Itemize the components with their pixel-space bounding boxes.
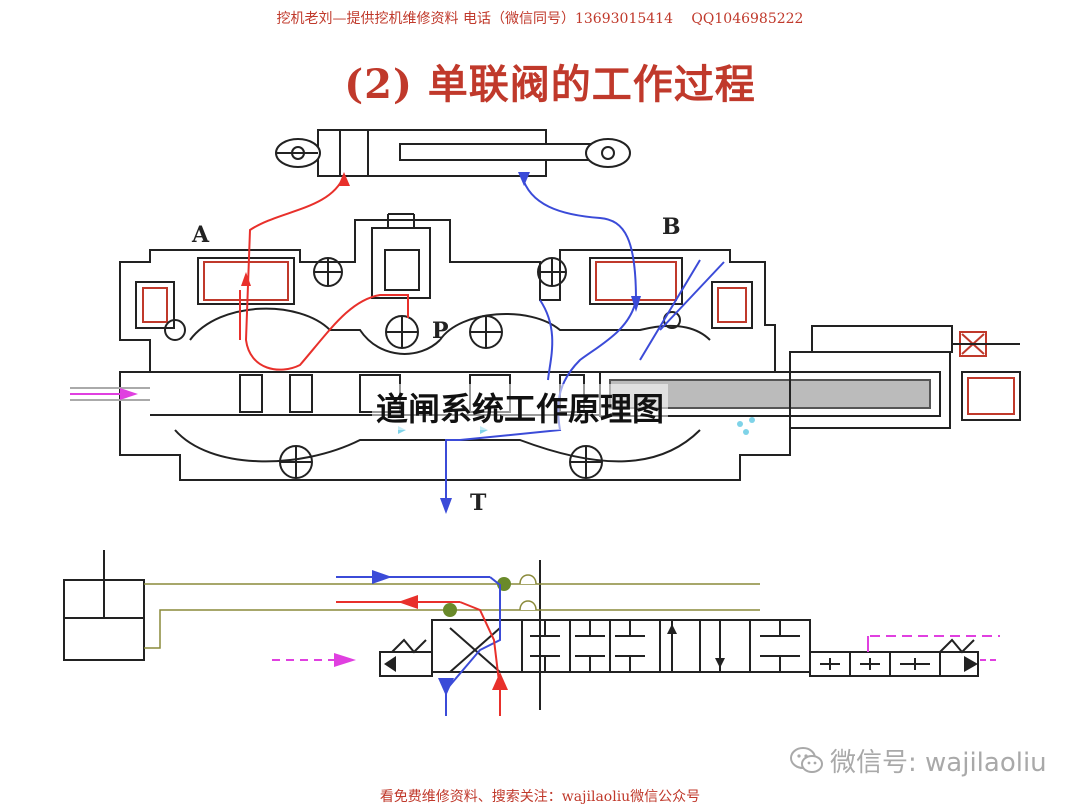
blue-arrow-tank <box>440 498 452 514</box>
pilot-lines <box>272 635 1000 661</box>
bottom-note: 看免费维修资料、搜索关注：wajilaoliu微信公众号 <box>379 789 701 805</box>
top-note: 挖机老刘—提供挖机维修资料 电话（微信同号）13693015414 QQ1046… <box>276 11 804 27</box>
flow-path-red <box>239 175 409 371</box>
red-arrow-a <box>338 172 350 186</box>
wechat-watermark: 微信号: wajilaoliu <box>790 742 1047 779</box>
schematic-symbol <box>63 550 979 710</box>
left-actuator-tip <box>384 656 396 672</box>
pilot-arrow-left <box>334 653 356 667</box>
schematic-red-arrow-up <box>492 672 508 690</box>
schematic-blue-arrow-right <box>372 570 392 584</box>
page-title: (2) 单联阀的工作过程 <box>344 61 756 108</box>
hydraulic-cylinder <box>275 129 631 177</box>
blue-arrow-b <box>518 172 530 186</box>
blue-arrow-down <box>631 296 641 312</box>
schematic-lines-olive <box>144 583 760 649</box>
wechat-id: 微信号: wajilaoliu <box>830 748 1047 778</box>
port-label-b: B <box>662 214 681 240</box>
spool-shaft <box>70 387 150 401</box>
port-label-a: A <box>192 222 210 248</box>
schematic-blue-arrow-down <box>438 678 454 696</box>
right-actuator-tip <box>964 656 978 672</box>
red-arrow-up <box>241 272 251 286</box>
port-label-t: T <box>470 490 487 516</box>
crossover-loops <box>519 574 537 611</box>
junction-node <box>443 603 457 617</box>
overlay-caption: 道闸系统工作原理图 <box>372 384 669 430</box>
wechat-icon <box>790 746 823 773</box>
port-label-p: P <box>432 318 449 344</box>
valve-arrow-up <box>667 624 677 634</box>
schematic-red-arrow-left <box>398 595 418 609</box>
valve-arrow-down <box>715 658 725 668</box>
